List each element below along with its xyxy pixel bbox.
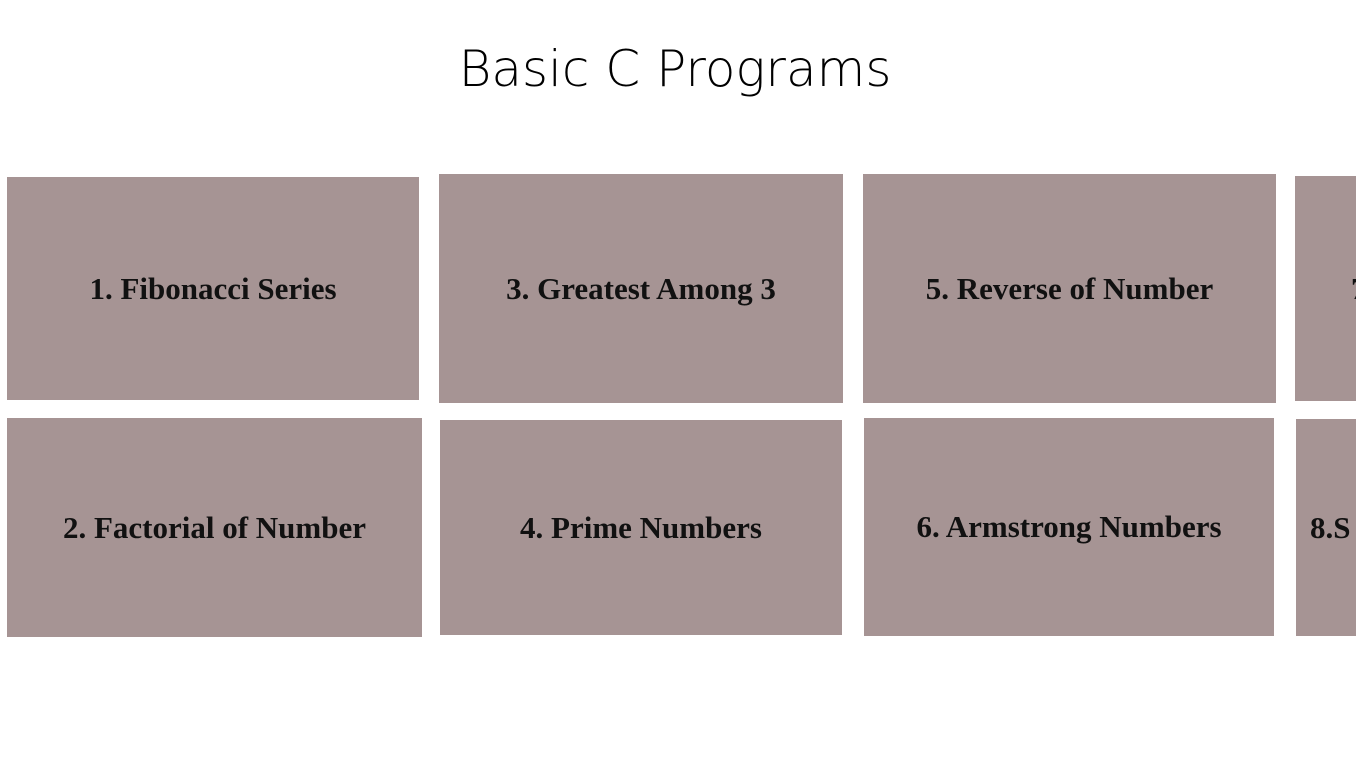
tile-reverse-number[interactable]: 5. Reverse of Number bbox=[863, 174, 1276, 403]
tile-armstrong-numbers[interactable]: 6. Armstrong Numbers bbox=[864, 418, 1274, 636]
tile-7-partial[interactable]: 7 bbox=[1295, 176, 1356, 401]
tile-label: 4. Prime Numbers bbox=[520, 509, 762, 545]
tile-label: 6. Armstrong Numbers bbox=[916, 509, 1222, 544]
tile-label: 1. Fibonacci Series bbox=[89, 270, 337, 306]
tile-label: 7 bbox=[1351, 271, 1356, 307]
tile-prime-numbers[interactable]: 4. Prime Numbers bbox=[440, 420, 842, 635]
tile-factorial[interactable]: 2. Factorial of Number bbox=[7, 418, 422, 637]
page-title: Basic C Programs bbox=[458, 40, 892, 98]
tile-label: 5. Reverse of Number bbox=[925, 270, 1214, 306]
tile-label: 2. Factorial of Number bbox=[62, 509, 367, 545]
tile-fibonacci-series[interactable]: 1. Fibonacci Series bbox=[7, 177, 419, 400]
tile-8-partial[interactable]: 8.S bbox=[1296, 419, 1356, 636]
tile-label: 3. Greatest Among 3 bbox=[506, 270, 776, 306]
tile-greatest-among-3[interactable]: 3. Greatest Among 3 bbox=[439, 174, 843, 403]
tile-label: 8.S bbox=[1310, 509, 1351, 545]
